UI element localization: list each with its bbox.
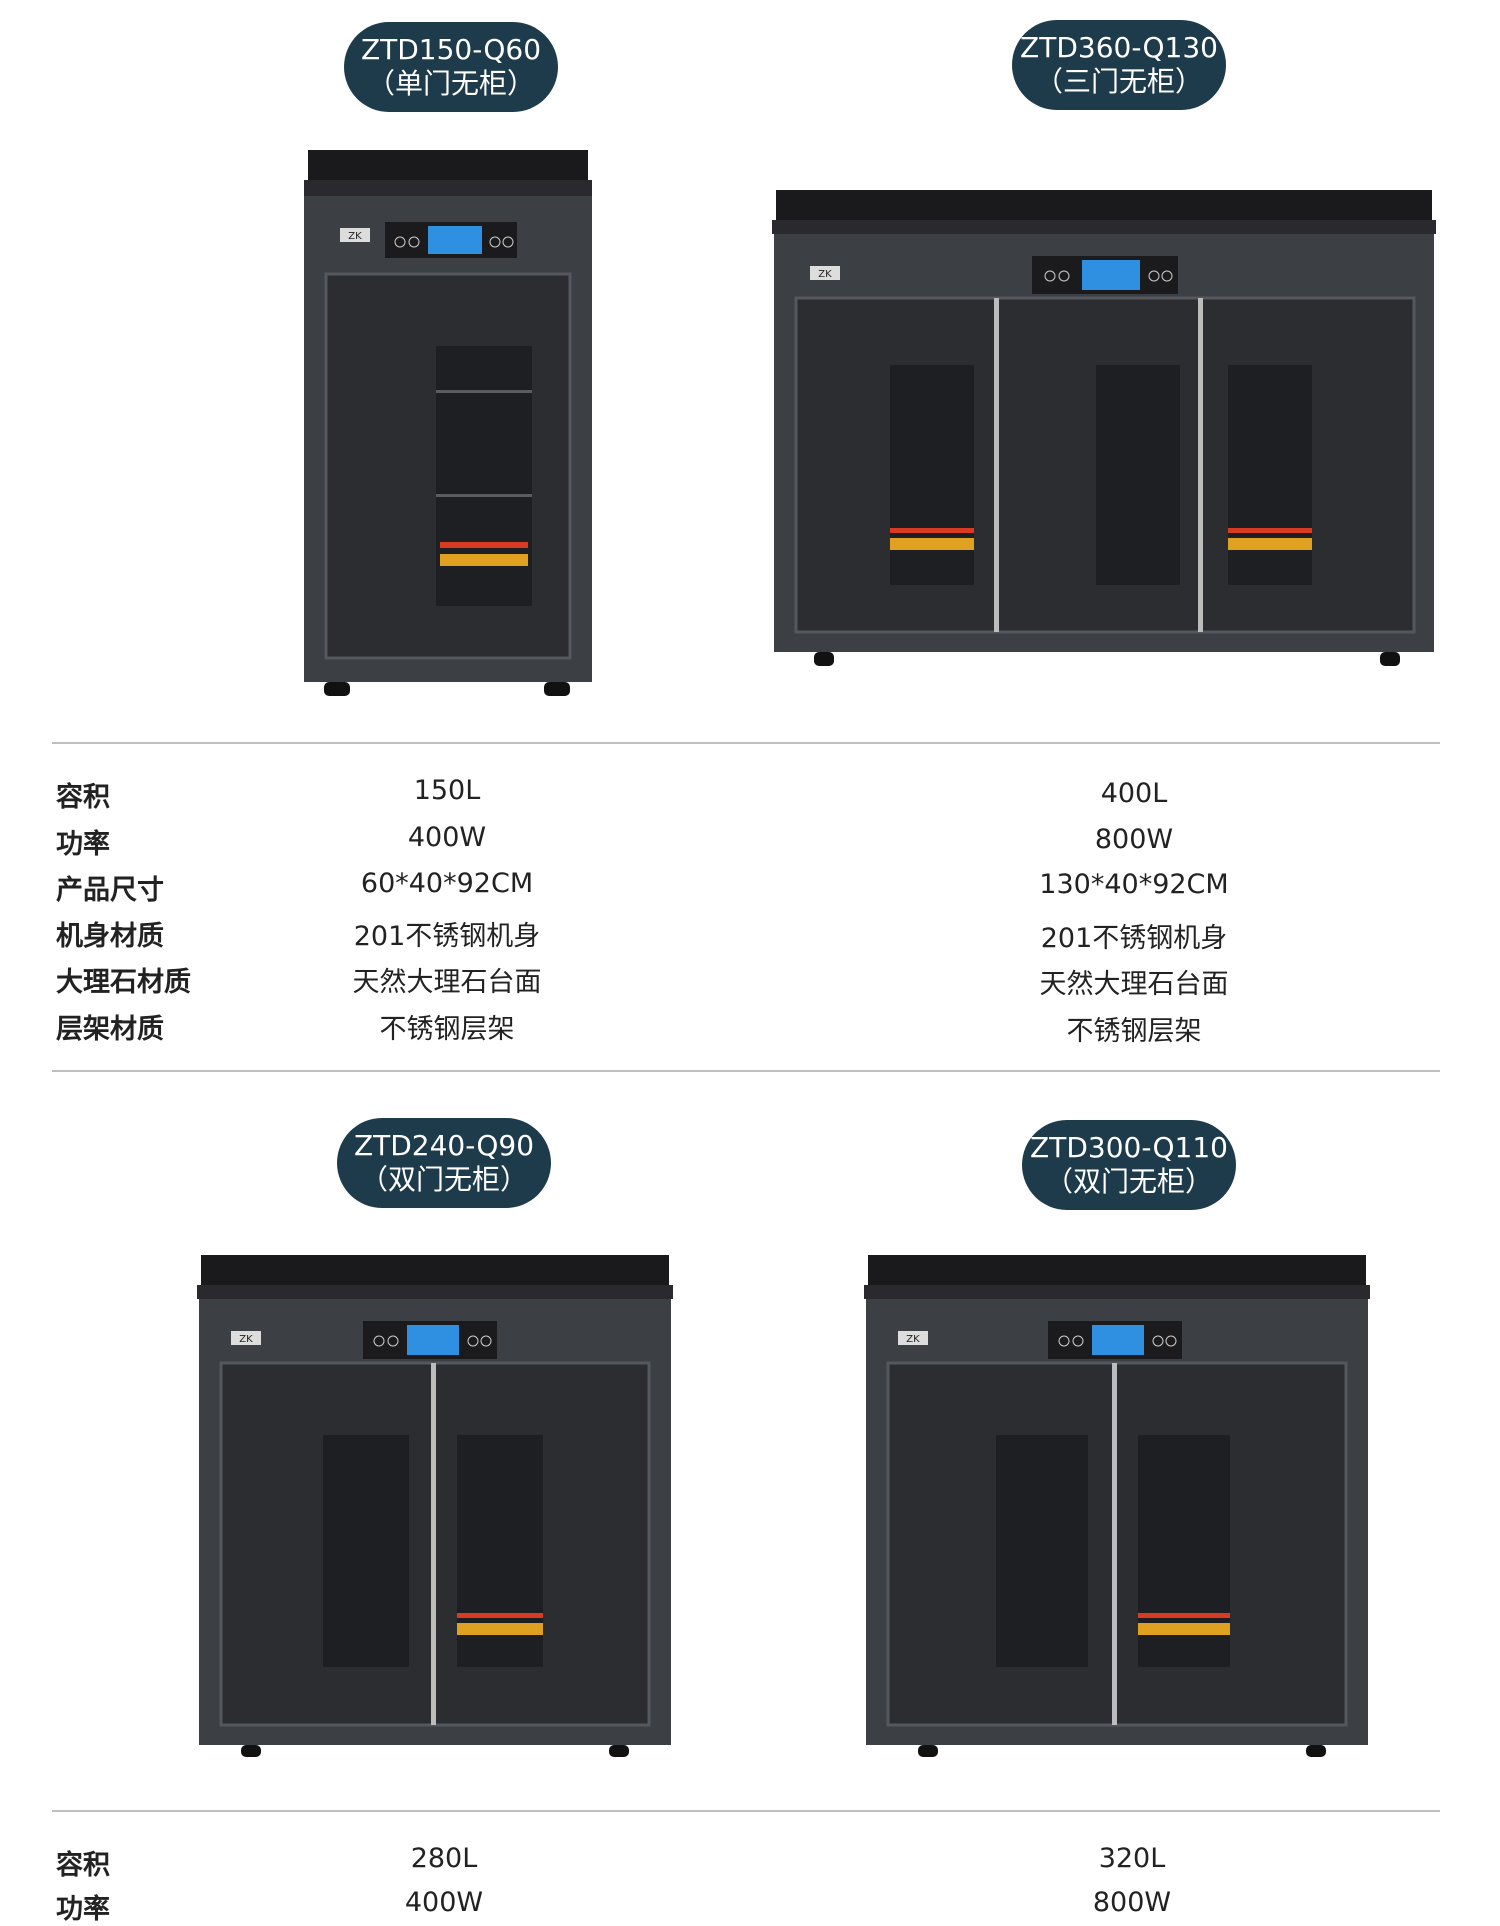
spec-value: 150L: [413, 775, 481, 806]
spec-value: 201不锈钢机身: [1040, 923, 1228, 954]
brand-mark: ZK: [818, 269, 832, 280]
spec-value: 60*40*92CM: [360, 868, 534, 899]
model-badge-ztd150: ZTD150-Q60 （单门无柜）: [344, 22, 558, 112]
model-variant: （双门无柜）: [359, 1163, 528, 1196]
spec-label-marble-material: 大理石材质: [56, 967, 191, 998]
spec-label-body-material: 机身材质: [56, 921, 164, 952]
divider: [52, 1810, 1440, 1812]
divider: [52, 742, 1440, 744]
spec-value: 201不锈钢机身: [353, 921, 541, 952]
product-image-ztd360: ZK: [770, 190, 1440, 670]
spec-value: 天然大理石台面: [1039, 969, 1229, 1000]
spec-value: 天然大理石台面: [352, 967, 542, 998]
model-badge-ztd360: ZTD360-Q130 （三门无柜）: [1012, 20, 1226, 110]
brand-mark: ZK: [239, 1334, 253, 1345]
brand-mark: ZK: [348, 231, 362, 242]
product-image-ztd240: ZK: [195, 1255, 675, 1760]
model-variant: （双门无柜）: [1044, 1165, 1213, 1198]
model-badge-ztd240: ZTD240-Q90 （双门无柜）: [337, 1118, 551, 1208]
divider: [52, 1070, 1440, 1072]
model-badge-ztd300: ZTD300-Q110 （双门无柜）: [1022, 1120, 1236, 1210]
spec-value: 800W: [1092, 1887, 1172, 1918]
product-image-ztd150: ZK: [300, 150, 595, 710]
spec-value: 130*40*92CM: [1039, 869, 1229, 900]
spec-value: 400W: [407, 822, 487, 853]
brand-mark: ZK: [906, 1334, 920, 1345]
spec-value: 320L: [1098, 1843, 1166, 1874]
model-name: ZTD150-Q60: [360, 33, 542, 66]
spec-value: 不锈钢层架: [379, 1014, 515, 1045]
product-image-ztd300: ZK: [862, 1255, 1372, 1760]
spec-value: 280L: [410, 1843, 478, 1874]
spec-value: 400L: [1100, 778, 1168, 809]
spec-label-power: 功率: [56, 829, 110, 860]
spec-label-capacity: 容积: [56, 782, 110, 813]
spec-value: 400W: [404, 1887, 484, 1918]
spec-label-capacity: 容积: [56, 1850, 110, 1881]
spec-value: 不锈钢层架: [1066, 1016, 1202, 1047]
spec-label-shelf-material: 层架材质: [56, 1014, 164, 1045]
model-name: ZTD300-Q110: [1030, 1131, 1228, 1164]
spec-label-size: 产品尺寸: [56, 875, 164, 906]
model-variant: （单门无柜）: [366, 67, 535, 100]
model-name: ZTD240-Q90: [353, 1129, 535, 1162]
model-name: ZTD360-Q130: [1020, 31, 1218, 64]
spec-label-power: 功率: [56, 1894, 110, 1925]
spec-value: 800W: [1094, 824, 1174, 855]
model-variant: （三门无柜）: [1034, 65, 1203, 98]
